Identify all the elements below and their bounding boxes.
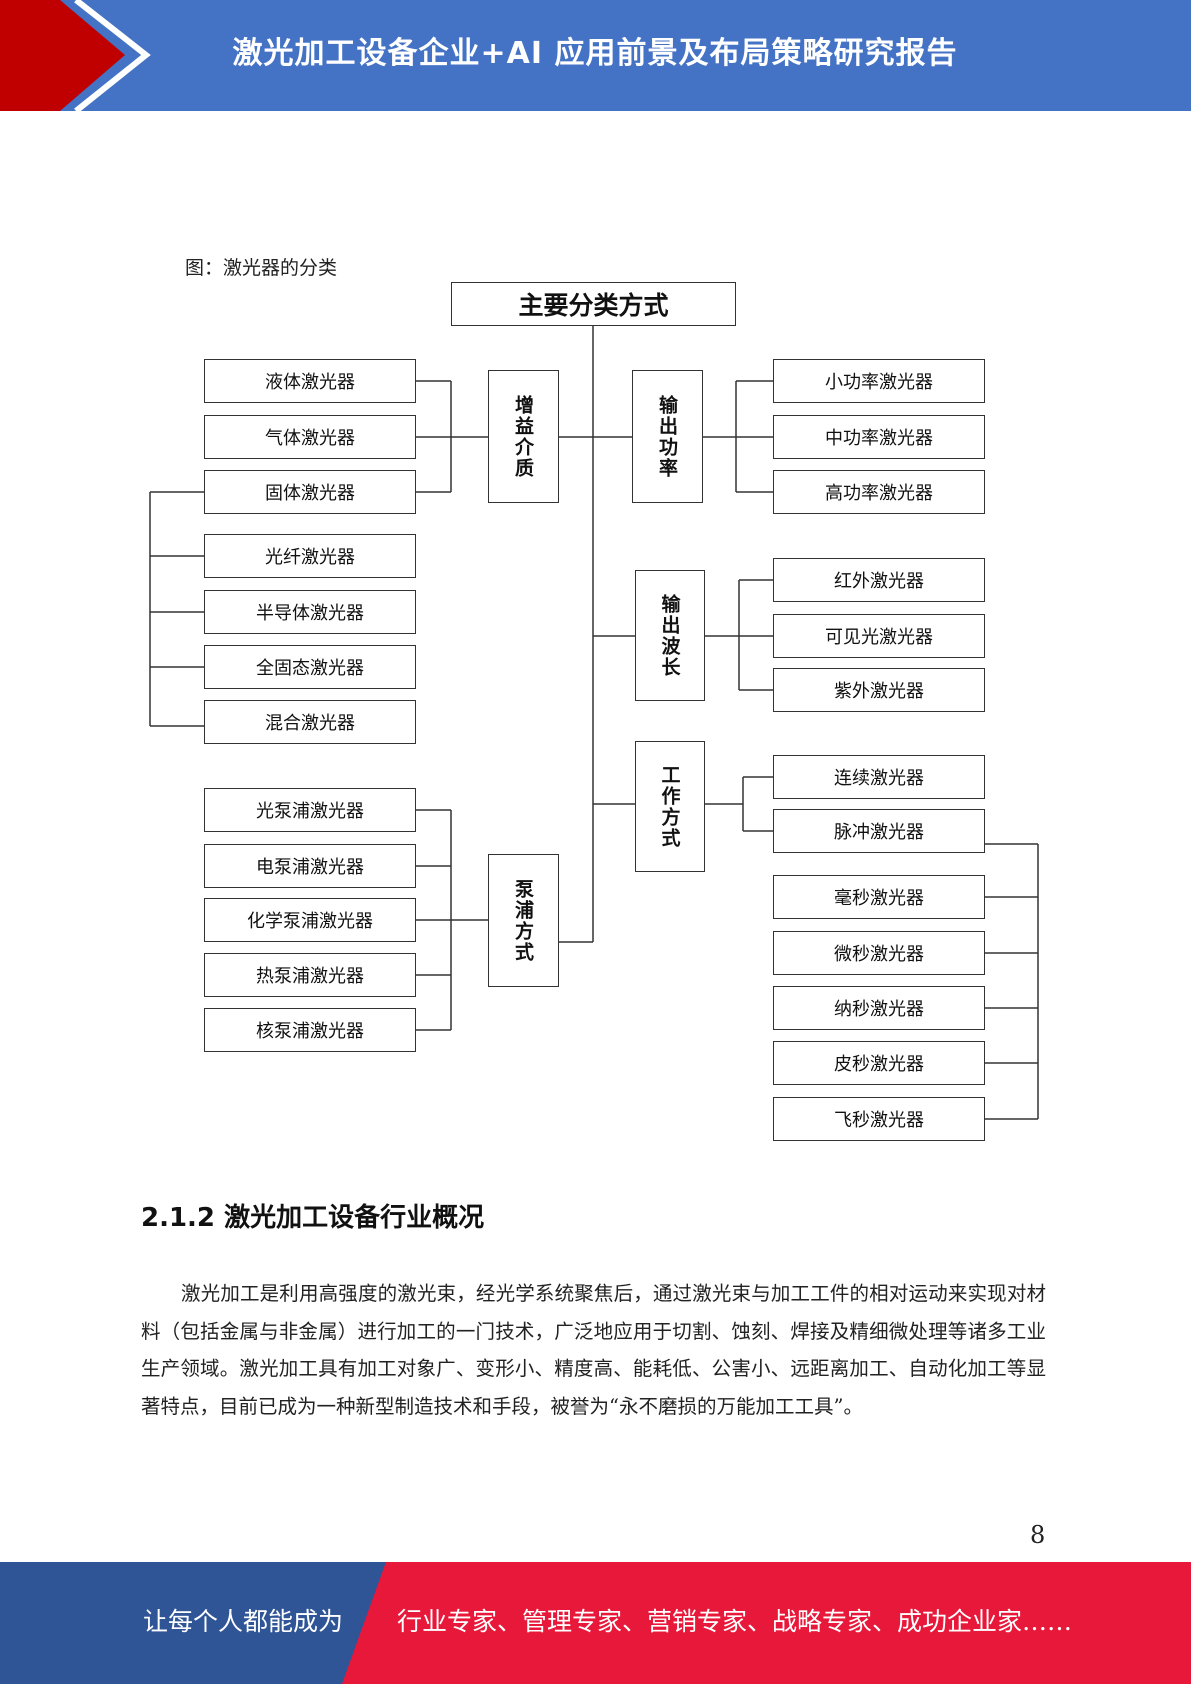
node-high-power-laser: 高功率激光器 (773, 470, 985, 514)
header-background (0, 0, 1191, 111)
footer-banner: 让每个人都能成为 行业专家、管理专家、营销专家、战略专家、成功企业家…… (0, 1562, 1191, 1684)
node-solid-laser: 固体激光器 (204, 470, 416, 514)
footer-background (0, 1562, 1191, 1684)
node-low-power-laser: 小功率激光器 (773, 359, 985, 403)
category-output-power: 输出功率 (632, 370, 703, 503)
node-fiber-laser: 光纤激光器 (204, 534, 416, 578)
node-nuclear-pump-laser: 核泵浦激光器 (204, 1008, 416, 1052)
node-hybrid-laser: 混合激光器 (204, 700, 416, 744)
node-continuous-laser: 连续激光器 (773, 755, 985, 799)
node-pulsed-laser: 脉冲激光器 (773, 809, 985, 853)
node-thermal-pump-laser: 热泵浦激光器 (204, 953, 416, 997)
report-title: 激光加工设备企业+AI 应用前景及布局策略研究报告 (232, 36, 958, 71)
category-output-wavelength: 输出波长 (635, 570, 705, 701)
figure-caption: 图：激光器的分类 (185, 257, 338, 279)
header-banner: 激光加工设备企业+AI 应用前景及布局策略研究报告 (0, 0, 1191, 111)
laser-classification-diagram: 主要分类方式 增益介质 液体激光器 气体激光器 固体激光器 光纤激光器 半导体激… (149, 282, 1039, 1141)
footer-slogan-right: 行业专家、管理专家、营销专家、战略专家、成功企业家…… (397, 1607, 1073, 1636)
node-liquid-laser: 液体激光器 (204, 359, 416, 403)
node-ultraviolet-laser: 紫外激光器 (773, 668, 985, 712)
node-millisecond-laser: 毫秒激光器 (773, 875, 985, 919)
category-work-mode: 工作方式 (635, 741, 705, 872)
root-node: 主要分类方式 (451, 282, 736, 326)
node-electric-pump-laser: 电泵浦激光器 (204, 844, 416, 888)
node-gas-laser: 气体激光器 (204, 415, 416, 459)
category-pump-method: 泵浦方式 (488, 854, 559, 987)
node-chemical-pump-laser: 化学泵浦激光器 (204, 898, 416, 942)
node-medium-power-laser: 中功率激光器 (773, 415, 985, 459)
node-picosecond-laser: 皮秒激光器 (773, 1041, 985, 1085)
node-microsecond-laser: 微秒激光器 (773, 931, 985, 975)
page-number: 8 (1030, 1521, 1046, 1549)
diagram-connectors (149, 325, 1039, 1120)
node-all-solid-state-laser: 全固态激光器 (204, 645, 416, 689)
node-femtosecond-laser: 飞秒激光器 (773, 1097, 985, 1141)
node-visible-laser: 可见光激光器 (773, 614, 985, 658)
node-infrared-laser: 红外激光器 (773, 558, 985, 602)
category-gain-medium: 增益介质 (488, 370, 559, 503)
node-nanosecond-laser: 纳秒激光器 (773, 986, 985, 1030)
section-heading: 2.1.2 激光加工设备行业概况 (141, 1203, 485, 1233)
node-optical-pump-laser: 光泵浦激光器 (204, 788, 416, 832)
node-semiconductor-laser: 半导体激光器 (204, 590, 416, 634)
footer-slogan-left: 让每个人都能成为 (143, 1607, 344, 1636)
section-paragraph: 激光加工是利用高强度的激光束，经光学系统聚焦后，通过激光束与加工工件的相对运动来… (141, 1282, 1046, 1418)
